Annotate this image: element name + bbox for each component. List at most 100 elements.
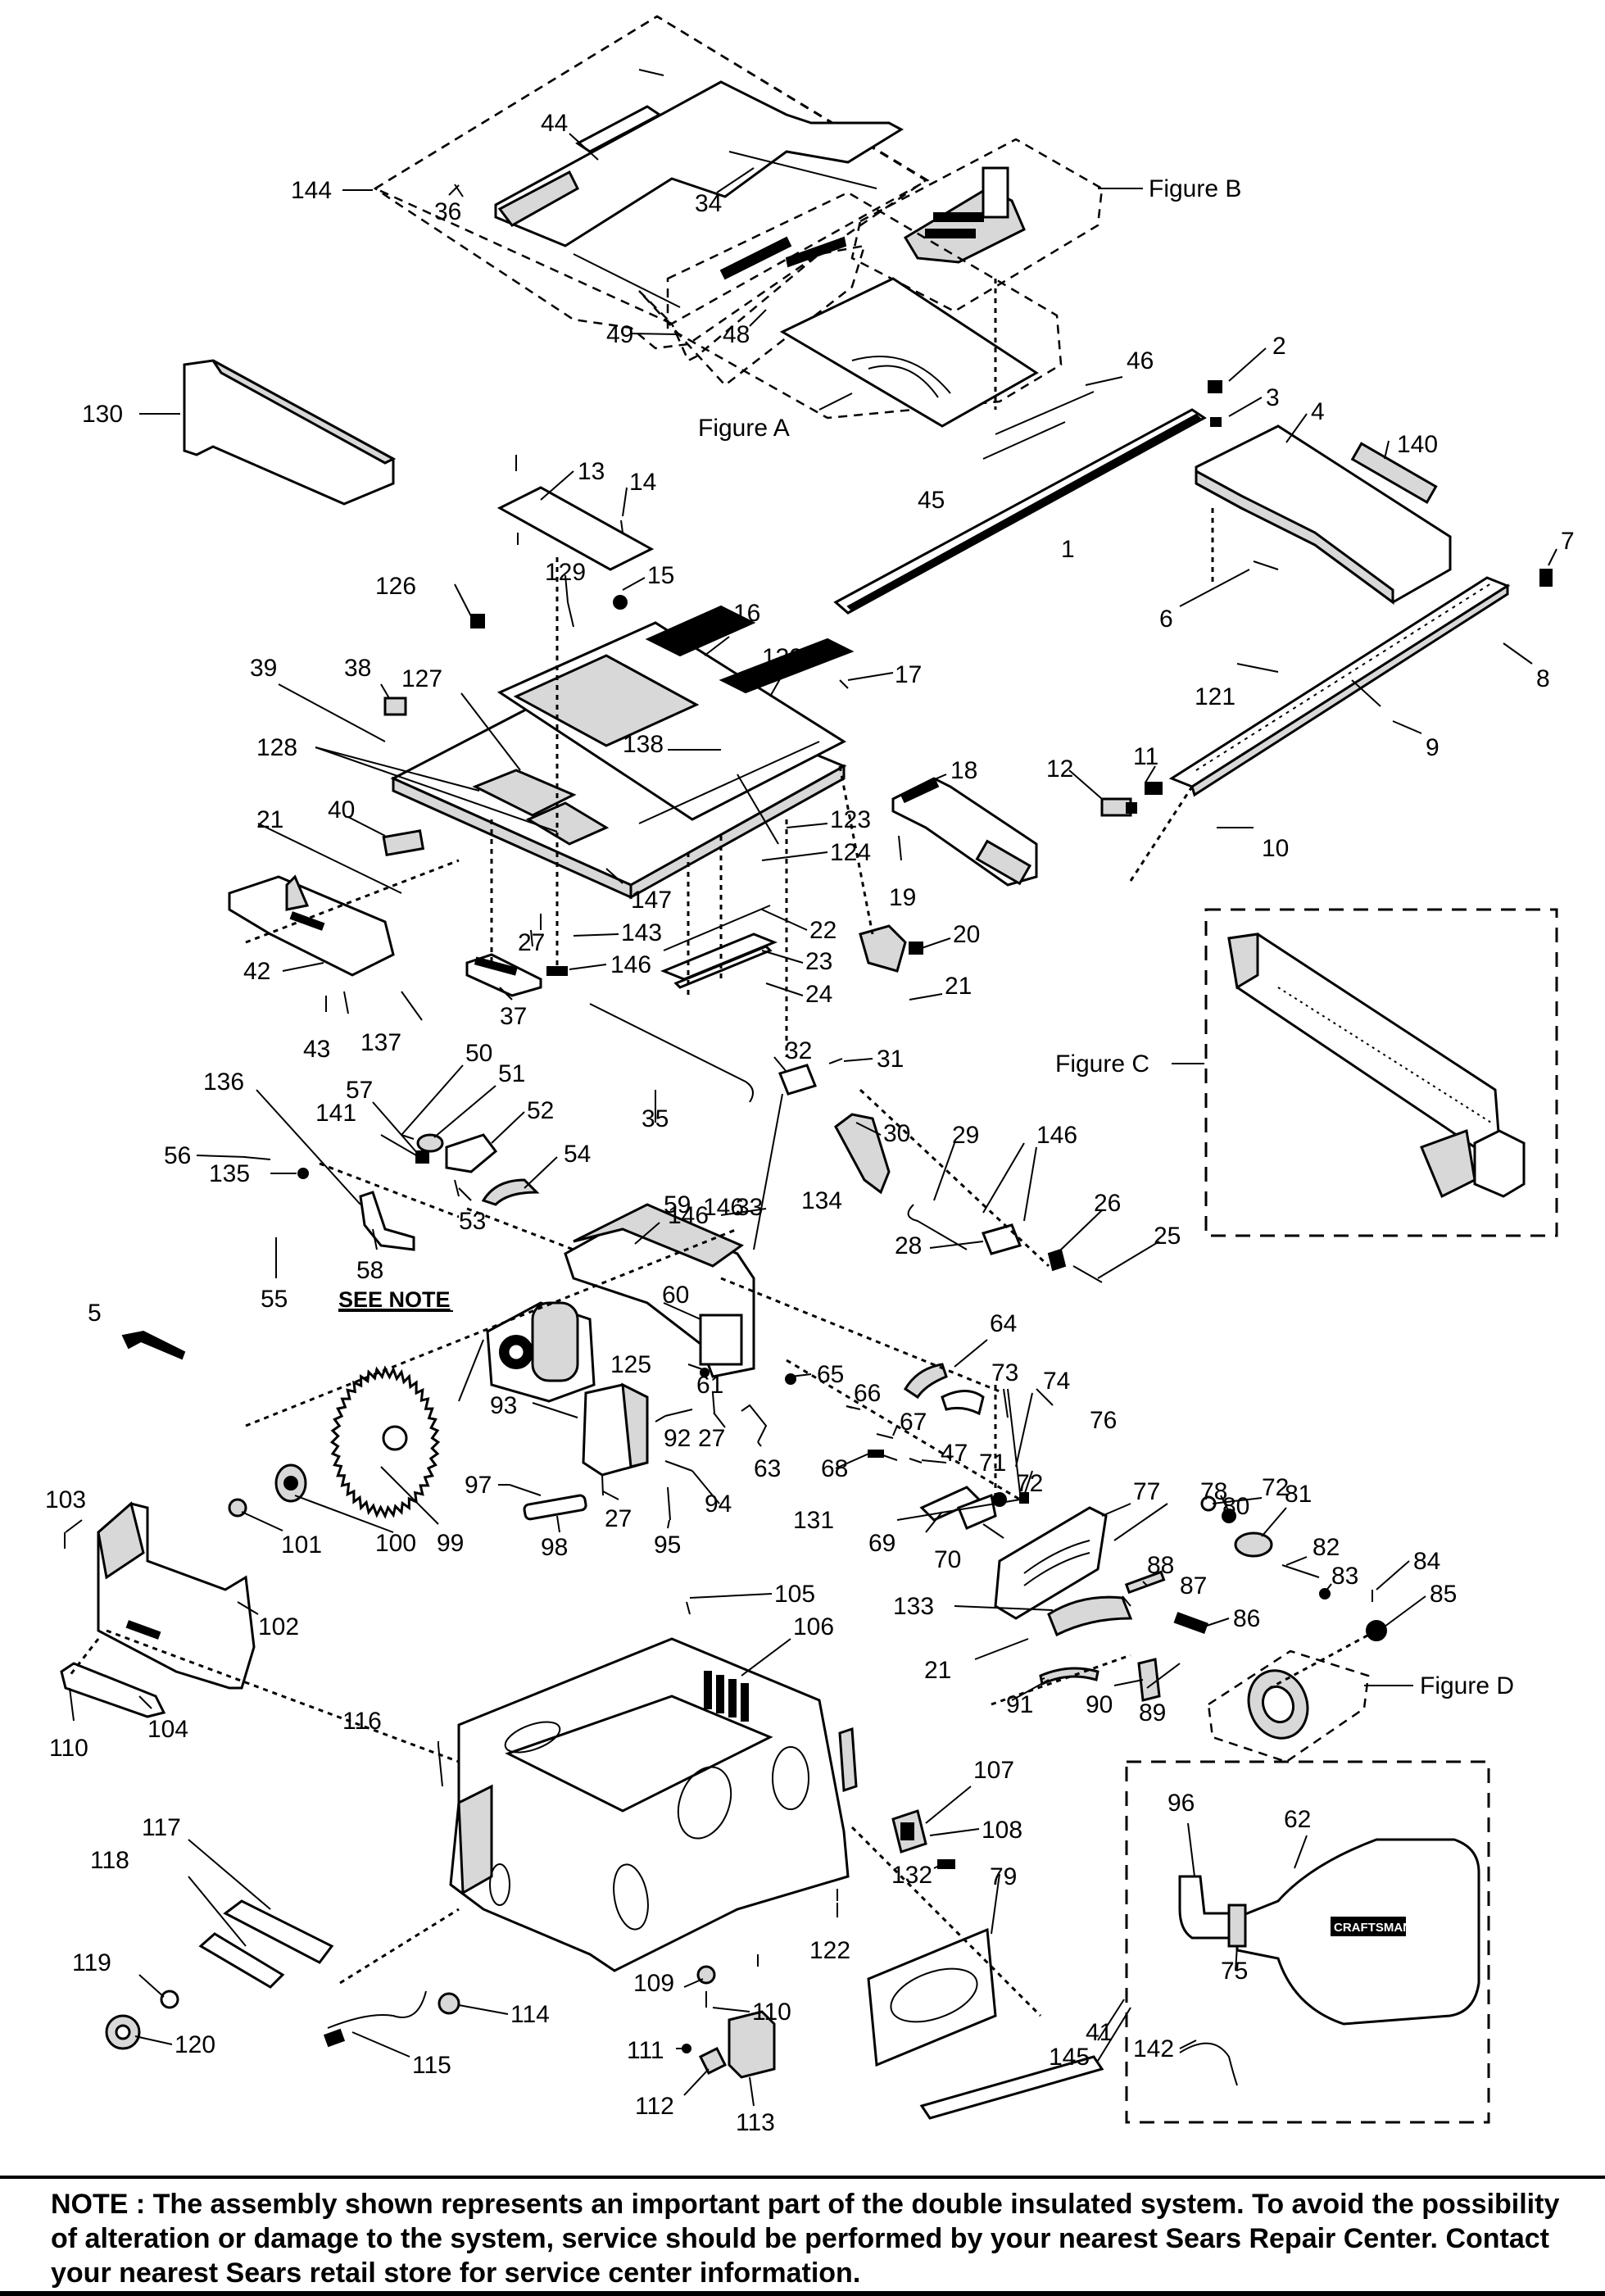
group-144-outline — [373, 15, 930, 387]
part-14-screw — [620, 520, 623, 533]
callout-53: 53 — [459, 1208, 486, 1235]
callout-14: 14 — [629, 469, 656, 496]
part-7 — [1539, 569, 1553, 587]
screw-53 — [454, 1179, 460, 1197]
part-57 — [415, 1150, 429, 1164]
screw-27b — [712, 1392, 715, 1414]
part-34-shaft — [728, 151, 877, 189]
callout-39: 39 — [250, 655, 277, 682]
screw-56 — [243, 1156, 271, 1160]
figure-c-rip-fence — [1227, 932, 1526, 1199]
callout-36: 36 — [434, 198, 461, 225]
callout-67: 67 — [900, 1409, 927, 1436]
callout-41: 41 — [1086, 2019, 1113, 2046]
callout-138: 138 — [623, 731, 664, 758]
screw-27c — [601, 1474, 604, 1496]
part-130-blade-guard — [183, 359, 397, 506]
part-1-front-rail — [833, 408, 1207, 615]
part-54-arm — [481, 1178, 540, 1206]
part-102-housing — [97, 1501, 256, 1690]
callout-146c: 146 — [1036, 1122, 1077, 1149]
callout-140: 140 — [1397, 431, 1438, 458]
callout-7: 7 — [1561, 528, 1575, 555]
part-115-cord — [323, 1990, 427, 2048]
callout-22: 22 — [809, 917, 837, 944]
callout-90: 90 — [1086, 1691, 1113, 1718]
part-126 — [470, 614, 485, 628]
callout-110a: 110 — [49, 1735, 88, 1762]
part-142-hose — [1179, 2042, 1238, 2086]
callout-21a: 21 — [256, 806, 283, 833]
callout-119: 119 — [72, 1949, 111, 1976]
callout-33: 33 — [736, 1194, 763, 1221]
callout-23: 23 — [805, 948, 832, 975]
part-41-strip — [919, 2055, 1104, 2120]
part-4-extension-table — [1195, 424, 1452, 605]
callout-64: 64 — [990, 1310, 1017, 1337]
part-104-plate — [60, 1662, 166, 1718]
figure-c-outline — [1204, 908, 1558, 1237]
part-62-dust-bag: CRAFTSMAN — [1235, 1838, 1480, 2026]
figure-a-label: Figure A — [698, 415, 790, 442]
part-76-panel — [994, 1506, 1108, 1620]
part-120-nut — [105, 2014, 141, 2050]
callout-110b: 110 — [752, 1999, 791, 2026]
callout-118: 118 — [90, 1847, 129, 1874]
callout-131: 131 — [793, 1507, 834, 1534]
leader-lines — [65, 133, 1557, 2107]
part-9-rear-rail — [1168, 576, 1511, 797]
callout-127: 127 — [401, 665, 442, 692]
callout-120: 120 — [175, 2031, 215, 2058]
part-13-plate — [496, 486, 655, 571]
callout-68: 68 — [821, 1455, 848, 1482]
callout-50: 50 — [465, 1040, 492, 1067]
part-40 — [382, 829, 425, 857]
figure-d-outline — [1207, 1649, 1370, 1763]
part-20-bracket — [859, 924, 923, 973]
callout-76: 76 — [1090, 1407, 1117, 1434]
part-100-flange — [274, 1463, 307, 1503]
callout-113: 113 — [736, 2109, 775, 2136]
part-63-clip — [741, 1404, 768, 1443]
washer-135 — [297, 1168, 309, 1179]
part-83 — [1319, 1588, 1331, 1599]
callout-108: 108 — [982, 1817, 1022, 1844]
part-47 — [909, 1458, 923, 1463]
callout-19: 19 — [889, 884, 916, 911]
callout-107: 107 — [973, 1757, 1014, 1784]
part-140-strip — [1350, 442, 1438, 504]
callout-25: 25 — [1154, 1223, 1181, 1250]
craftsman-logo-table — [645, 605, 855, 694]
callout-116: 116 — [342, 1708, 382, 1735]
callout-57: 57 — [346, 1077, 373, 1104]
callout-78: 78 — [1200, 1478, 1227, 1505]
alignment-lines — [68, 279, 1377, 2017]
callout-79: 79 — [990, 1863, 1017, 1890]
callout-10: 10 — [1262, 835, 1289, 862]
part-132 — [937, 1859, 955, 1869]
callout-30: 30 — [883, 1120, 910, 1147]
callout-69: 69 — [868, 1530, 895, 1557]
callout-40: 40 — [328, 796, 355, 824]
part-75-adapter — [1227, 1904, 1247, 1948]
callout-11: 11 — [1133, 743, 1158, 770]
callout-130: 130 — [82, 401, 123, 428]
callout-137: 137 — [360, 1029, 401, 1056]
callout-129: 129 — [545, 559, 586, 586]
part-96-elbow — [1178, 1875, 1231, 1940]
callout-73: 73 — [991, 1359, 1018, 1386]
callout-13: 13 — [578, 458, 605, 485]
part-23-bracket — [660, 932, 778, 981]
part-45-line — [982, 421, 1066, 460]
callout-21c: 21 — [924, 1657, 951, 1684]
footer-note: NOTE : The assembly shown represents an … — [0, 2176, 1605, 2296]
callout-132: 132 — [891, 1862, 932, 1889]
callout-121: 121 — [1195, 683, 1235, 710]
part-114-grommet — [438, 1992, 460, 2015]
callout-89: 89 — [1139, 1699, 1166, 1727]
callout-105: 105 — [774, 1581, 815, 1608]
part-59-trunnion — [564, 1203, 755, 1378]
callout-72a: 72 — [1016, 1470, 1043, 1497]
callout-71: 71 — [979, 1450, 1006, 1477]
part-22-rod — [663, 905, 771, 951]
